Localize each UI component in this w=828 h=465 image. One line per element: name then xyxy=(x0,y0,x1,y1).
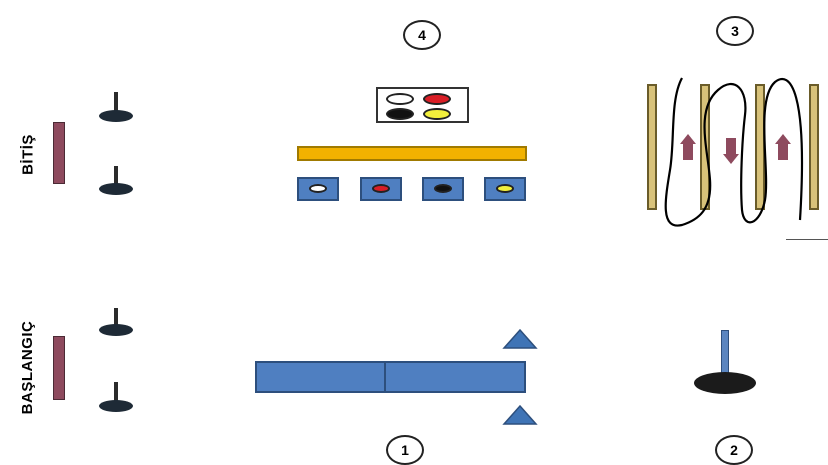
white-target xyxy=(297,177,339,201)
black-target xyxy=(422,177,464,201)
red-target xyxy=(360,177,402,201)
station-3-underline xyxy=(786,239,828,240)
station-2-number: 2 xyxy=(715,435,753,465)
station-3-number: 3 xyxy=(716,16,754,46)
station-1-number: 1 xyxy=(386,435,424,465)
yellow-dot xyxy=(423,108,451,120)
rail-4 xyxy=(809,84,819,210)
station-4-number: 4 xyxy=(403,20,441,50)
black-dot xyxy=(386,108,414,120)
start-ladder-bar xyxy=(53,336,65,400)
arrow-up-right xyxy=(775,134,791,160)
blue-bench-right xyxy=(384,361,526,393)
blue-bench-left xyxy=(255,361,386,393)
triangle-bottom xyxy=(502,404,538,425)
triangle-top xyxy=(502,328,538,349)
yellow-target xyxy=(484,177,526,201)
start-label: BAŞLANGIÇ xyxy=(19,320,36,415)
zigzag-path xyxy=(664,77,804,227)
arrow-down-middle xyxy=(723,138,739,164)
finish-label: BİTİŞ xyxy=(19,134,37,175)
yellow-bar xyxy=(297,146,527,161)
color-grid-box xyxy=(376,87,469,123)
arrow-up-left xyxy=(680,134,696,160)
white-dot xyxy=(386,93,414,105)
red-dot xyxy=(423,93,451,105)
finish-ladder-bar xyxy=(53,122,65,184)
rail-1 xyxy=(647,84,657,210)
